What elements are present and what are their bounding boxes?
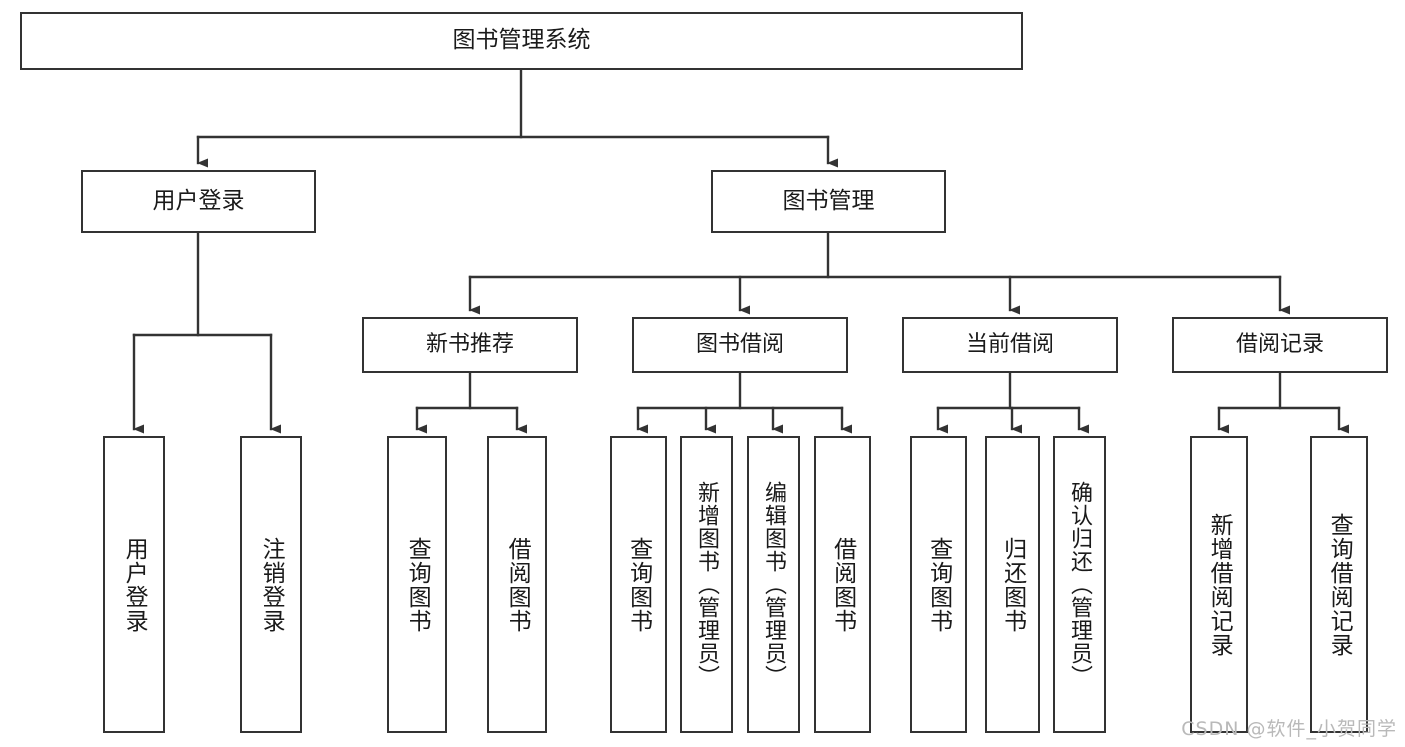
leaf-query-book-newbook-label: 查询图书: [404, 536, 431, 633]
leaf-confirm-return-admin-label: 确认归还（管理员）: [1067, 481, 1093, 688]
leaf-user-login-label: 用户登录: [121, 536, 148, 633]
leaf-query-book-current[interactable]: 查询图书: [910, 436, 967, 733]
leaf-add-book-admin-label: 新增图书（管理员）: [694, 481, 720, 688]
leaf-logout[interactable]: 注销登录: [240, 436, 302, 733]
leaf-query-book-borrow[interactable]: 查询图书: [610, 436, 667, 733]
leaf-user-login[interactable]: 用户登录: [103, 436, 165, 733]
leaf-add-borrow-record-label: 新增借阅记录: [1206, 512, 1233, 657]
leaf-borrow-book-label: 借阅图书: [829, 536, 856, 633]
leaf-borrow-book-newbook[interactable]: 借阅图书: [487, 436, 547, 733]
leaf-add-borrow-record[interactable]: 新增借阅记录: [1190, 436, 1248, 733]
node-borrow-records-label: 借阅记录: [1235, 331, 1324, 357]
leaf-borrow-book[interactable]: 借阅图书: [814, 436, 871, 733]
node-current-borrow[interactable]: 当前借阅: [902, 317, 1118, 373]
leaf-borrow-book-newbook-label: 借阅图书: [504, 536, 531, 633]
leaf-query-book-current-label: 查询图书: [925, 536, 952, 633]
leaf-add-book-admin[interactable]: 新增图书（管理员）: [680, 436, 733, 733]
node-book-borrow[interactable]: 图书借阅: [632, 317, 848, 373]
node-root-label: 图书管理系统: [452, 27, 591, 54]
node-user-login-label: 用户登录: [152, 187, 245, 214]
leaf-edit-book-admin-label: 编辑图书（管理员）: [761, 481, 787, 688]
leaf-query-book-borrow-label: 查询图书: [625, 536, 652, 633]
leaf-logout-label: 注销登录: [258, 536, 285, 633]
node-new-book-recommend[interactable]: 新书推荐: [362, 317, 578, 373]
leaf-query-book-newbook[interactable]: 查询图书: [387, 436, 447, 733]
leaf-confirm-return-admin[interactable]: 确认归还（管理员）: [1053, 436, 1106, 733]
leaf-return-book-label: 归还图书: [999, 536, 1026, 633]
node-book-borrow-label: 图书借阅: [695, 331, 784, 357]
node-new-book-recommend-label: 新书推荐: [425, 331, 514, 357]
node-user-login[interactable]: 用户登录: [81, 170, 316, 233]
leaf-query-borrow-record[interactable]: 查询借阅记录: [1310, 436, 1368, 733]
node-book-management-label: 图书管理: [782, 187, 875, 214]
node-root[interactable]: 图书管理系统: [20, 12, 1023, 70]
leaf-return-book[interactable]: 归还图书: [985, 436, 1040, 733]
node-current-borrow-label: 当前借阅: [965, 331, 1054, 357]
leaf-query-borrow-record-label: 查询借阅记录: [1326, 512, 1353, 657]
node-book-management[interactable]: 图书管理: [711, 170, 946, 233]
node-borrow-records[interactable]: 借阅记录: [1172, 317, 1388, 373]
leaf-edit-book-admin[interactable]: 编辑图书（管理员）: [747, 436, 800, 733]
